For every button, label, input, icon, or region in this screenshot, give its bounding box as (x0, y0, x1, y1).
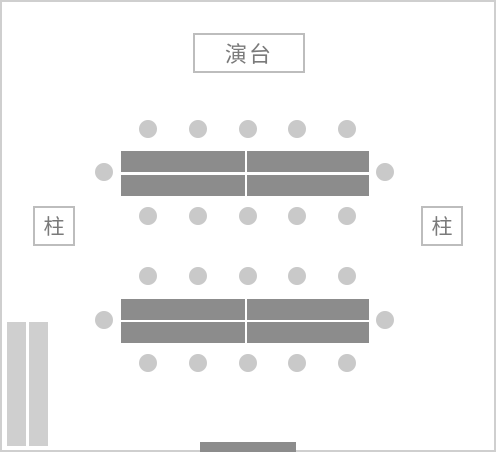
chair (239, 354, 257, 372)
chair (239, 120, 257, 138)
chair (239, 267, 257, 285)
chair (288, 207, 306, 225)
lectern-label: 演台 (193, 33, 305, 73)
chair (139, 354, 157, 372)
pillar-left: 柱 (33, 206, 75, 246)
chair (189, 354, 207, 372)
table-1-top-right (247, 151, 369, 172)
chair (288, 267, 306, 285)
table-1-bottom-left (121, 175, 245, 196)
table-1-bottom-right (247, 175, 369, 196)
chair (139, 207, 157, 225)
pillar-right-text: 柱 (431, 215, 453, 239)
chair (189, 120, 207, 138)
chair (139, 267, 157, 285)
shelf-left (7, 322, 26, 446)
table-2-bottom-left (121, 322, 245, 343)
shelf-right (29, 322, 48, 446)
table-2-bottom-right (247, 322, 369, 343)
chair (95, 311, 113, 329)
entrance-door (200, 442, 296, 452)
chair (139, 120, 157, 138)
chair (376, 163, 394, 181)
table-1-top-left (121, 151, 245, 172)
chair (338, 120, 356, 138)
chair (189, 267, 207, 285)
table-2-top-left (121, 299, 245, 320)
chair (338, 207, 356, 225)
lectern-label-text: 演台 (224, 43, 273, 68)
pillar-left-text: 柱 (43, 215, 65, 239)
chair (376, 311, 394, 329)
chair (189, 207, 207, 225)
chair (95, 163, 113, 181)
chair (338, 267, 356, 285)
chair (239, 207, 257, 225)
pillar-right: 柱 (421, 206, 463, 246)
chair (288, 354, 306, 372)
table-2-top-right (247, 299, 369, 320)
chair (338, 354, 356, 372)
chair (288, 120, 306, 138)
